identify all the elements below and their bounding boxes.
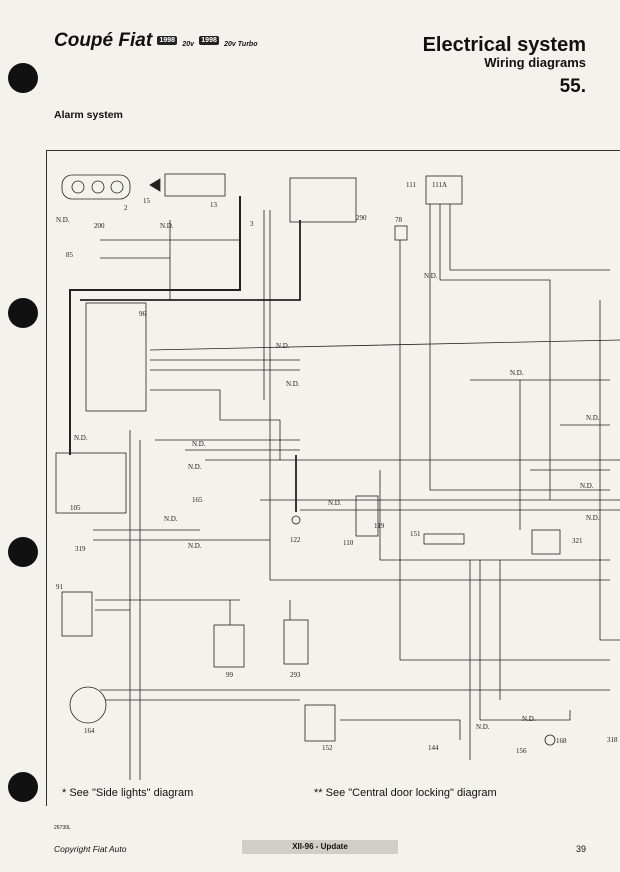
label-3: 3 <box>250 220 254 228</box>
page-subtitle: Wiring diagrams <box>484 55 586 70</box>
copyright: Copyright Fiat Auto <box>54 844 127 854</box>
label-nd: N.D. <box>192 440 206 448</box>
label-2: 2 <box>124 204 128 212</box>
page-title: Electrical system <box>422 34 586 56</box>
label-nd: N.D. <box>586 414 600 422</box>
brand-title: Coupé Fiat 1998 20v 1998 20v Turbo <box>54 30 257 52</box>
label-nd: N.D. <box>56 216 70 224</box>
binder-hole-icon <box>8 298 38 328</box>
label-168: 168 <box>556 737 567 745</box>
label-nd: N.D. <box>586 514 600 522</box>
label-nd: N.D. <box>276 342 290 350</box>
label-200: 200 <box>94 222 105 230</box>
label-164: 164 <box>84 727 95 735</box>
label-nd: N.D. <box>160 222 174 230</box>
label-318: 318 <box>607 736 618 744</box>
unit-105 <box>55 452 127 514</box>
engine-version-1: 20v <box>182 41 194 48</box>
component-293 <box>283 619 309 665</box>
binder-hole-icon <box>8 537 38 567</box>
unit-111a <box>425 175 463 205</box>
fuse-box-290 <box>289 177 357 223</box>
footnote-central-door-locking: ** See "Central door locking" diagram <box>314 787 497 799</box>
label-nd: N.D. <box>188 463 202 471</box>
label-85: 85 <box>66 251 74 259</box>
siren-99 <box>213 624 245 668</box>
component-110 <box>355 495 379 537</box>
label-nd: N.D. <box>424 272 438 280</box>
engine-badge-2: 1998 <box>199 36 219 46</box>
label-91: 91 <box>56 583 64 591</box>
component-78 <box>394 225 408 241</box>
label-nd: N.D. <box>74 434 88 442</box>
label-15: 15 <box>143 197 151 205</box>
label-119: 119 <box>374 522 385 530</box>
label-105: 105 <box>70 504 81 512</box>
label-156: 156 <box>516 747 527 755</box>
switch-91 <box>61 591 93 637</box>
label-144: 144 <box>428 744 439 752</box>
update-stamp: XII-96 - Update <box>242 840 398 854</box>
section-number: 55. <box>559 76 586 97</box>
diagram-frame <box>46 150 620 806</box>
label-nd: N.D. <box>510 369 524 377</box>
connector-2 <box>61 174 131 200</box>
page-number: 39 <box>575 844 586 854</box>
binder-hole-icon <box>8 63 38 93</box>
label-13: 13 <box>210 201 218 209</box>
binder-hole-icon <box>8 772 38 802</box>
label-319: 319 <box>75 545 86 553</box>
label-nd: N.D. <box>476 723 490 731</box>
label-nd: N.D. <box>164 515 178 523</box>
engine-version-2: 20v Turbo <box>224 41 258 48</box>
label-99: 99 <box>226 671 234 679</box>
connector-321 <box>531 529 561 555</box>
label-293: 293 <box>290 671 301 679</box>
control-unit-96 <box>85 302 147 412</box>
label-151: 151 <box>410 530 421 538</box>
label-78: 78 <box>395 216 403 224</box>
label-152: 152 <box>322 744 333 752</box>
label-122: 122 <box>290 536 301 544</box>
label-111a: 111A <box>432 181 447 189</box>
label-nd: N.D. <box>580 482 594 490</box>
horn-164 <box>69 686 107 724</box>
label-165: 165 <box>192 496 203 504</box>
footnote-side-lights: * See "Side lights" diagram <box>62 787 194 799</box>
label-96: 96 <box>139 310 147 318</box>
label-290: 290 <box>356 214 367 222</box>
document-code: 26730L <box>54 825 71 831</box>
component-152 <box>304 704 336 742</box>
section-title: Alarm system <box>54 109 123 121</box>
label-110: 110 <box>343 539 354 547</box>
label-nd: N.D. <box>328 499 342 507</box>
connector-13 <box>164 173 226 197</box>
label-111: 111 <box>406 181 416 189</box>
brand-name: Coupé Fiat <box>54 30 153 51</box>
engine-badge-1: 1998 <box>157 36 178 46</box>
connector-151 <box>423 533 465 545</box>
label-nd: N.D. <box>188 542 202 550</box>
label-321: 321 <box>572 537 583 545</box>
label-nd: N.D. <box>522 715 536 723</box>
label-nd: N.D. <box>286 380 300 388</box>
